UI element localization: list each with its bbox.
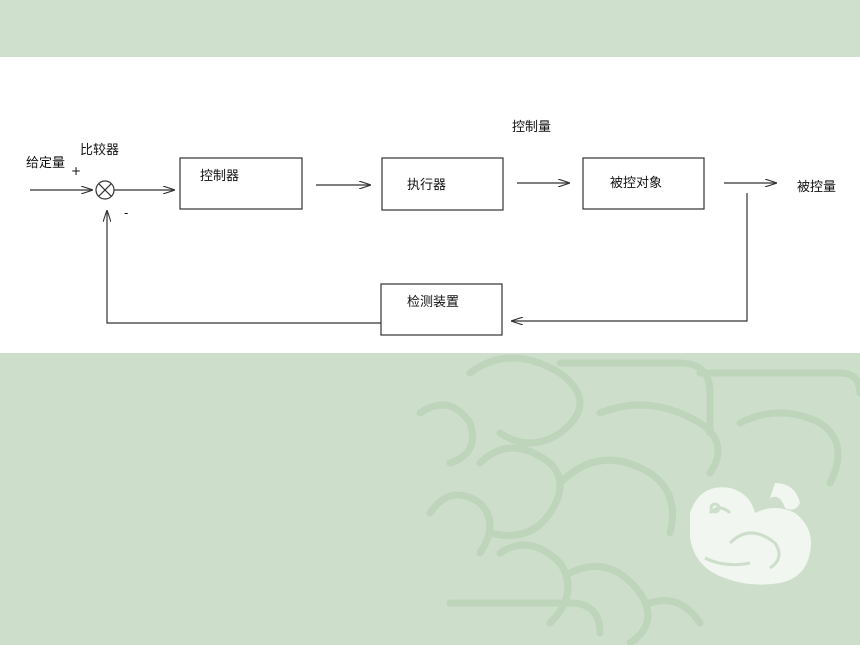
- plant-block: [582, 157, 705, 210]
- output-label: 被控量: [797, 180, 836, 195]
- input-label: 给定量: [26, 156, 65, 171]
- feedback-line-right: [512, 193, 748, 321]
- actuator-block: [381, 157, 504, 211]
- jade-dragon-icon: [690, 483, 811, 585]
- controller-block: [179, 157, 303, 210]
- actuator-label: 执行器: [407, 178, 446, 193]
- comparator-junction: [95, 180, 115, 200]
- plant-label: 被控对象: [610, 176, 662, 191]
- decorative-background: [0, 353, 860, 645]
- feedback-line-left: [107, 211, 381, 324]
- plus-sign: +: [71, 164, 81, 178]
- sensor-block: [380, 283, 503, 336]
- sensor-label: 检测装置: [407, 295, 459, 310]
- top-band: [0, 0, 860, 57]
- comparator-label: 比较器: [80, 143, 119, 158]
- spiral-pattern-icon: [416, 354, 860, 645]
- block-diagram: 给定量 比较器 + - 控制器 执行器 控制量 被控对象 被控量 检测装置: [26, 120, 836, 336]
- control-variable-label: 控制量: [512, 120, 551, 135]
- minus-sign: -: [124, 206, 128, 220]
- controller-label: 控制器: [200, 169, 239, 184]
